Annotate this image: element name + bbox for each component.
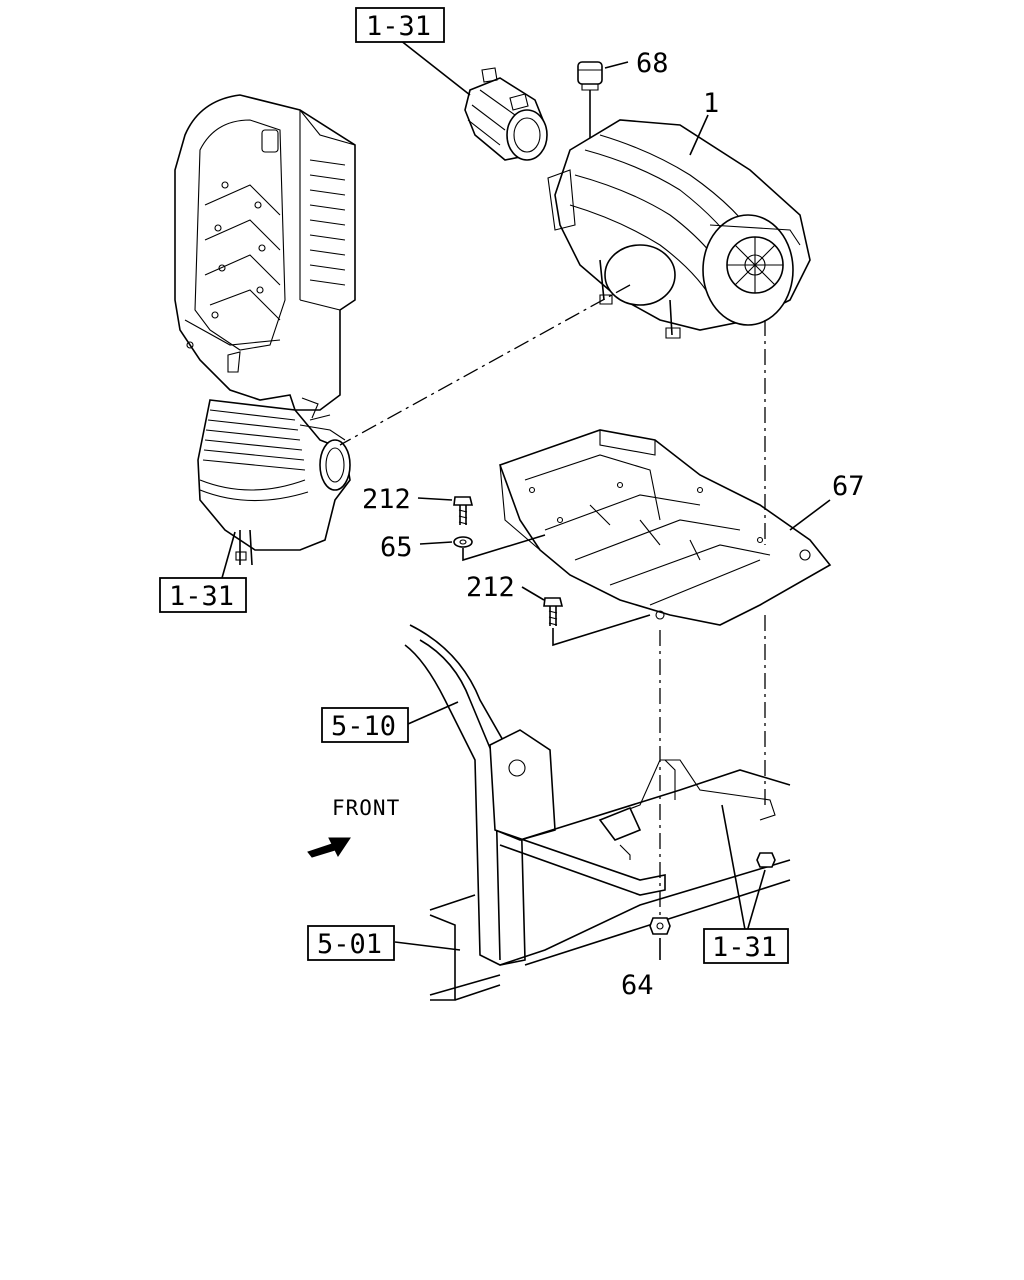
part-65-washer	[453, 536, 473, 548]
front-arrow-icon	[307, 837, 351, 858]
reference-box-bottom-right[interactable]: 1-31	[703, 928, 789, 964]
front-label: FRONT	[332, 796, 400, 820]
reference-label-5-10: 5-10	[331, 711, 396, 742]
part-64-nut-right	[756, 852, 776, 868]
reference-box-left[interactable]: 1-31	[159, 577, 247, 613]
callout-68: 68	[636, 48, 669, 79]
reference-label-left: 1-31	[169, 581, 234, 612]
callout-1: 1	[703, 88, 719, 119]
leader-lines	[221, 39, 831, 960]
alignment-lines	[339, 284, 766, 915]
reference-box-top[interactable]: 1-31	[355, 7, 445, 43]
chassis-frame	[404, 624, 791, 1001]
intake-hose-with-clamps	[464, 67, 548, 161]
reference-label-bottom-right: 1-31	[712, 932, 777, 963]
part-67-bracket-tray	[498, 429, 832, 626]
intake-hose-elbow	[197, 397, 351, 566]
reference-box-5-01[interactable]: 5-01	[307, 925, 395, 961]
callout-65: 65	[380, 532, 413, 563]
callout-212-lower: 212	[466, 572, 515, 603]
part-68-cap	[577, 61, 603, 140]
part-64-nut-left	[649, 917, 671, 935]
reference-label-5-01: 5-01	[317, 929, 382, 960]
reference-box-5-10[interactable]: 5-10	[321, 707, 409, 743]
intake-snorkel	[174, 94, 356, 411]
part-212-bolt-lower	[543, 597, 564, 626]
reference-label-top: 1-31	[366, 11, 431, 42]
part-212-bolt-upper	[453, 496, 474, 525]
callout-212-upper: 212	[362, 484, 411, 515]
callout-67: 67	[832, 471, 865, 502]
callout-64: 64	[621, 970, 654, 1001]
part-1-air-cleaner	[547, 119, 811, 339]
